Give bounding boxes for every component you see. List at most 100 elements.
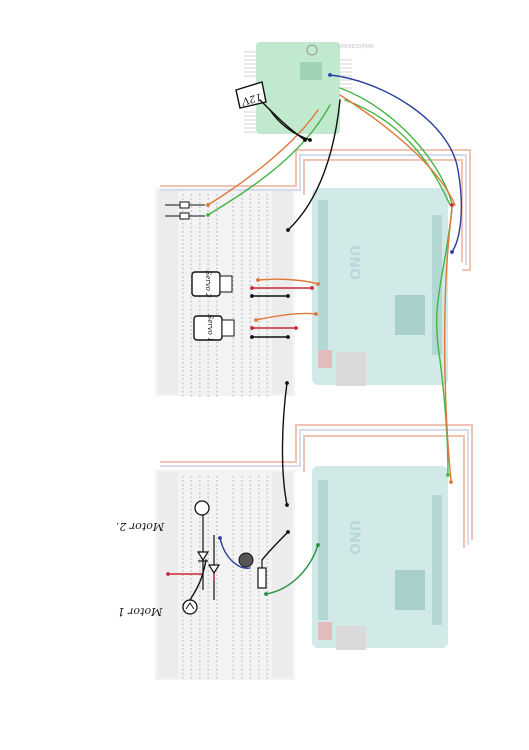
breadboard-hole <box>266 488 269 490</box>
breadboard-hole <box>249 508 252 511</box>
breadboard-hole <box>241 296 243 299</box>
breadboard-hole <box>249 235 252 237</box>
breadboard-hole <box>199 603 201 605</box>
breadboard-hole <box>241 635 243 638</box>
breadboard-hole <box>232 586 235 589</box>
breadboard-hole <box>182 341 184 344</box>
breadboard-hole <box>199 619 201 622</box>
breadboard-hole <box>190 648 193 650</box>
breadboard-hole <box>199 480 201 482</box>
breadboard-hole <box>241 570 243 572</box>
breadboard-hole <box>207 341 210 344</box>
breadboard-hole <box>216 366 218 368</box>
breadboard-hole <box>182 611 184 613</box>
breadboard-hole <box>232 284 235 286</box>
breadboard-hole <box>258 619 260 622</box>
breadboard-hole <box>190 631 193 634</box>
breadboard-hole <box>182 529 184 531</box>
breadboard-hole <box>266 378 269 381</box>
breadboard-hole <box>232 214 235 217</box>
breadboard-hole <box>216 345 218 348</box>
breadboard-hole <box>199 374 201 376</box>
breadboard-hole <box>249 304 252 307</box>
breadboard-hole <box>207 594 210 597</box>
breadboard-hole <box>249 607 252 609</box>
wire-endpoint <box>206 213 210 217</box>
breadboard-hole <box>241 271 243 274</box>
breadboard-hole <box>266 562 269 564</box>
breadboard-hole <box>190 206 193 208</box>
breadboard-hole <box>216 202 218 204</box>
breadboard-hole <box>232 664 235 667</box>
breadboard-hole <box>241 533 243 535</box>
breadboard-hole <box>249 198 252 200</box>
breadboard-hole <box>190 578 193 581</box>
breadboard-hole <box>232 317 235 319</box>
breadboard-hole <box>199 267 201 270</box>
breadboard-hole <box>232 353 235 356</box>
breadboard-hole <box>258 566 260 568</box>
breadboard-hole <box>182 525 184 527</box>
breadboard-hole <box>232 672 235 675</box>
breadboard-hole <box>199 664 201 667</box>
breadboard-hole <box>241 333 243 335</box>
breadboard-top-holes <box>182 194 269 397</box>
breadboard-hole <box>241 345 243 348</box>
breadboard-hole <box>232 529 235 531</box>
breadboard-hole <box>232 517 235 519</box>
breadboard-hole <box>241 230 243 233</box>
breadboard-hole <box>249 545 252 548</box>
breadboard-hole <box>266 512 269 515</box>
breadboard-hole <box>190 194 193 196</box>
breadboard-hole <box>258 656 260 658</box>
wire-endpoint <box>286 294 290 298</box>
breadboard-hole <box>216 358 218 360</box>
breadboard-hole <box>258 496 260 499</box>
breadboard-hole <box>199 259 201 262</box>
breadboard-hole <box>241 660 243 663</box>
breadboard-hole <box>232 366 235 368</box>
breadboard-hole <box>216 640 218 642</box>
breadboard-hole <box>241 648 243 650</box>
wire-endpoint <box>328 73 332 77</box>
breadboard-hole <box>266 194 269 196</box>
breadboard-hole <box>249 664 252 667</box>
breadboard-hole <box>258 214 260 217</box>
breadboard-hole <box>207 247 210 249</box>
breadboard-hole <box>258 235 260 237</box>
arduino-top-logo: UNO <box>346 245 362 280</box>
breadboard-hole <box>266 492 269 494</box>
breadboard-hole <box>207 312 210 315</box>
breadboard-hole <box>232 394 235 397</box>
breadboard-hole <box>207 652 210 654</box>
breadboard-hole <box>232 578 235 581</box>
breadboard-hole <box>199 672 201 675</box>
breadboard-hole <box>199 198 201 200</box>
breadboard-hole <box>216 517 218 519</box>
breadboard-hole <box>199 214 201 217</box>
breadboard-hole <box>207 656 210 658</box>
breadboard-hole <box>182 603 184 605</box>
breadboard-hole <box>190 394 193 397</box>
breadboard-hole <box>190 476 193 478</box>
breadboard-hole <box>241 312 243 315</box>
breadboard-hole <box>216 341 218 344</box>
breadboard-hole <box>199 308 201 311</box>
breadboard-hole <box>241 284 243 286</box>
breadboard-hole <box>199 349 201 352</box>
breadboard-hole <box>249 549 252 552</box>
breadboard-hole <box>258 230 260 233</box>
breadboard-hole <box>182 652 184 654</box>
breadboard-hole <box>241 644 243 646</box>
breadboard-hole <box>232 500 235 503</box>
breadboard-hole <box>266 386 269 389</box>
breadboard-hole <box>249 484 252 486</box>
breadboard-hole <box>182 382 184 385</box>
breadboard-hole <box>216 611 218 613</box>
breadboard-hole <box>241 603 243 605</box>
breadboard-hole <box>266 362 269 364</box>
breadboard-hole <box>266 218 269 221</box>
breadboard-hole <box>207 558 210 560</box>
breadboard-hole <box>249 570 252 572</box>
breadboard-hole <box>258 366 260 368</box>
